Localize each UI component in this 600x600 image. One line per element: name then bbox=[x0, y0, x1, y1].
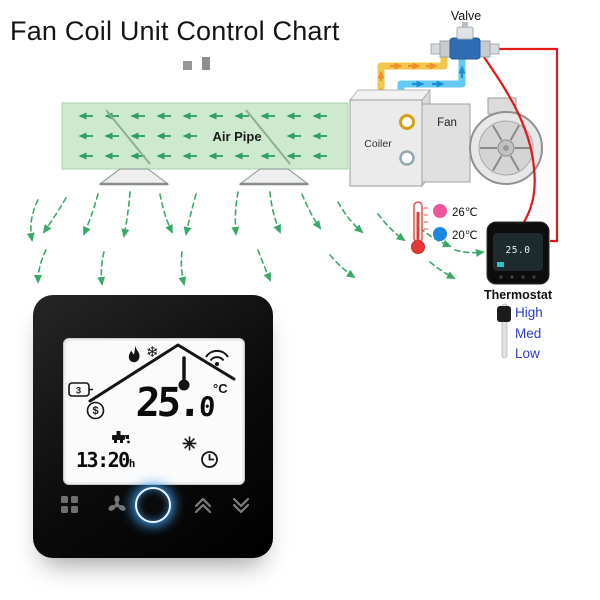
temp-up-button[interactable] bbox=[195, 497, 211, 514]
damper-icon bbox=[105, 109, 151, 165]
fan-speed-slider bbox=[497, 303, 511, 359]
coiler-cold-port bbox=[399, 150, 415, 166]
heat-flame-icon bbox=[128, 345, 140, 363]
diffuser-right bbox=[238, 168, 310, 186]
cool-mode-icon: ✳ bbox=[182, 434, 198, 454]
page-title: Fan Coil Unit Control Chart bbox=[10, 16, 340, 46]
power-button[interactable] bbox=[135, 487, 171, 523]
mini-display-temp: 25.0 bbox=[506, 245, 531, 256]
speed-low-label: Low bbox=[515, 346, 540, 361]
diffuser-left bbox=[98, 168, 170, 186]
damper-icon bbox=[245, 109, 291, 165]
valve-label: Valve bbox=[451, 9, 481, 23]
clock-icon bbox=[201, 451, 218, 468]
cold-temp-dot bbox=[433, 227, 447, 241]
airflow-arrows bbox=[26, 191, 485, 286]
air-duct: Air Pipe bbox=[61, 102, 349, 170]
coiler-label: Coiler bbox=[364, 138, 392, 150]
wire-fan-thermostat bbox=[483, 56, 536, 225]
thermostat-label: Thermostat bbox=[484, 288, 553, 302]
temperature-unit: °C bbox=[213, 381, 228, 396]
thermostat-device: ❄ 3 $ bbox=[33, 295, 273, 558]
temp-down-button[interactable] bbox=[233, 497, 249, 514]
decor-square bbox=[183, 61, 192, 70]
thermostat-screen: ❄ 3 $ bbox=[63, 338, 245, 485]
wire-valve-thermostat bbox=[499, 47, 559, 243]
schedule-icon: 3 bbox=[68, 382, 93, 397]
cold-temp-label: 20℃ bbox=[452, 230, 478, 242]
speed-high-label: High bbox=[515, 305, 543, 320]
speed-med-label: Med bbox=[515, 326, 541, 341]
duct-flow-arrows bbox=[78, 112, 327, 160]
time-readout: 13:20h bbox=[76, 448, 136, 472]
room-thermometer-icon bbox=[178, 356, 190, 391]
fan-unit: Fan bbox=[421, 97, 543, 185]
air-pipe-label: Air Pipe bbox=[212, 129, 261, 144]
economy-icon: $ bbox=[86, 401, 105, 420]
svg-text:3: 3 bbox=[76, 386, 81, 397]
coiler-hot-port bbox=[399, 114, 415, 130]
svg-text:$: $ bbox=[92, 405, 98, 417]
valve bbox=[430, 22, 500, 60]
valve-icon bbox=[112, 431, 130, 444]
mini-thermostat: 25.0 bbox=[486, 221, 550, 285]
fan-blades-icon bbox=[480, 124, 532, 172]
cool-snowflake-icon: ❄ bbox=[146, 344, 159, 361]
fan-label: Fan bbox=[437, 117, 457, 129]
menu-button[interactable] bbox=[61, 496, 78, 513]
coiler-unit: Coiler bbox=[348, 88, 432, 188]
decor-square bbox=[202, 57, 210, 70]
temperature-readout: 25.0 bbox=[134, 380, 214, 426]
hot-temp-label: 26℃ bbox=[452, 207, 478, 219]
slider-handle[interactable] bbox=[497, 306, 511, 322]
fan-speed-button[interactable] bbox=[107, 495, 127, 515]
house-icon bbox=[88, 343, 236, 403]
thermometer-icon bbox=[411, 201, 428, 254]
wifi-icon bbox=[205, 350, 229, 366]
hot-temp-dot bbox=[433, 204, 447, 218]
